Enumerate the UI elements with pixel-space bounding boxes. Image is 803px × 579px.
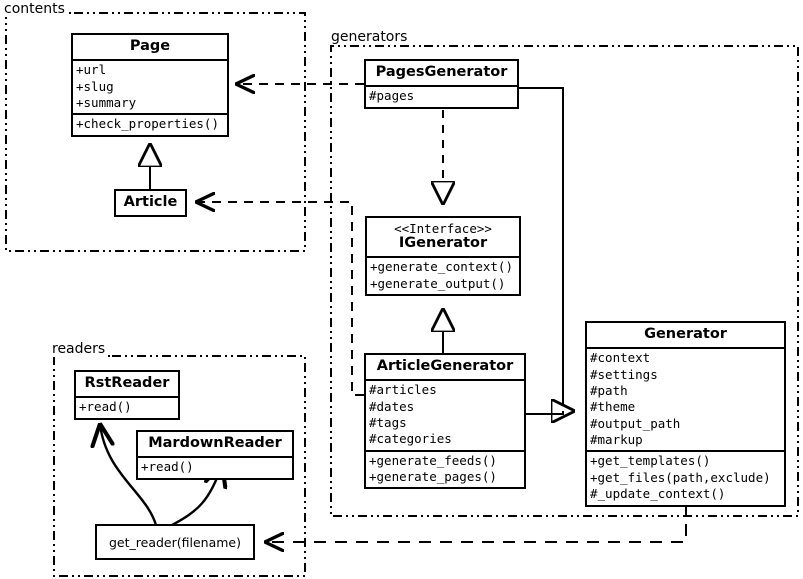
method-get-files: +get_files(path,exclude) [590,469,771,485]
class-rstreader-name: RstReader [84,375,170,391]
attribute-pages: #pages [369,88,415,104]
class-mardownreader-methods: +read() [138,456,292,477]
attribute-slug: +slug [76,78,114,94]
attribute-tags: #tags [369,414,407,430]
class-igenerator-name: <<Interface>> IGenerator [367,218,519,256]
attribute-url: +url [76,62,107,78]
class-page[interactable]: Page +url +slug +summary +check_properti… [71,33,229,137]
attribute-output-path: #output_path [590,415,681,431]
method-update-context: #_update_context() [590,486,726,502]
class-igenerator[interactable]: <<Interface>> IGenerator +generate_conte… [365,216,521,297]
class-generator-methods: +get_templates() +get_files(path,exclude… [587,450,784,504]
attribute-theme: #theme [590,399,636,415]
class-generator-name: Generator [644,326,727,342]
class-articlegenerator-name: ArticleGenerator [376,358,514,374]
method-get-templates: +get_templates() [590,453,711,469]
relation-articlegenerator-to-article [196,202,364,396]
relation-articlegenerator-to-generator [526,411,564,415]
class-article[interactable]: Article [114,189,187,218]
class-rstreader[interactable]: RstReader +read() [74,370,180,420]
class-pagesgenerator[interactable]: PagesGenerator #pages [364,59,519,109]
method-generate-feeds: +generate_feeds() [369,452,497,468]
relation-pagesgenerator-to-generator [519,87,573,411]
relation-generator-to-getreader [265,503,687,542]
class-generator-attributes: #context #settings #path #theme #output_… [587,347,784,450]
class-articlegenerator-methods: +generate_feeds() +generate_pages() [366,449,524,488]
package-label-readers: readers [51,341,108,357]
method-generate-output: +generate_output() [370,275,506,291]
class-page-attributes: +url +slug +summary [73,59,227,113]
class-igenerator-methods: +generate_context() +generate_output() [367,256,519,294]
class-mardownreader[interactable]: MardownReader +read() [136,430,294,480]
attribute-categories: #categories [369,431,452,447]
method-check-properties: +check_properties() [76,116,219,132]
package-label-generators: generators [330,29,410,45]
attribute-path: #path [590,382,628,398]
method-generate-pages: +generate_pages() [369,469,497,485]
class-generator[interactable]: Generator #context #settings #path #them… [585,321,786,507]
class-page-name: Page [129,38,171,54]
function-get-reader[interactable]: get_reader(filename) [95,524,255,560]
function-get-reader-label: get_reader(filename) [109,534,241,550]
attribute-settings: #settings [590,366,658,382]
method-generate-context: +generate_context() [370,259,513,275]
class-article-name: Article [123,194,178,210]
class-mardownreader-name: MardownReader [148,435,282,451]
attribute-markup: #markup [590,432,643,448]
class-pagesgenerator-attributes: #pages [366,85,517,106]
attribute-articles: #articles [369,382,437,398]
class-articlegenerator-attributes: #articles #dates #tags #categories [366,379,524,450]
method-read: +read() [79,399,132,415]
class-page-methods: +check_properties() [73,113,227,134]
class-rstreader-methods: +read() [76,396,178,417]
attribute-context: #context [590,350,651,366]
class-igenerator-title: IGenerator [398,235,488,252]
attribute-summary: +summary [76,94,137,110]
attribute-dates: #dates [369,398,415,414]
class-articlegenerator[interactable]: ArticleGenerator #articles #dates #tags … [364,353,526,490]
class-pagesgenerator-name: PagesGenerator [375,64,508,80]
method-read: +read() [141,459,194,475]
package-label-contents: contents [3,1,67,17]
class-igenerator-stereotype: <<Interface>> [394,221,492,236]
